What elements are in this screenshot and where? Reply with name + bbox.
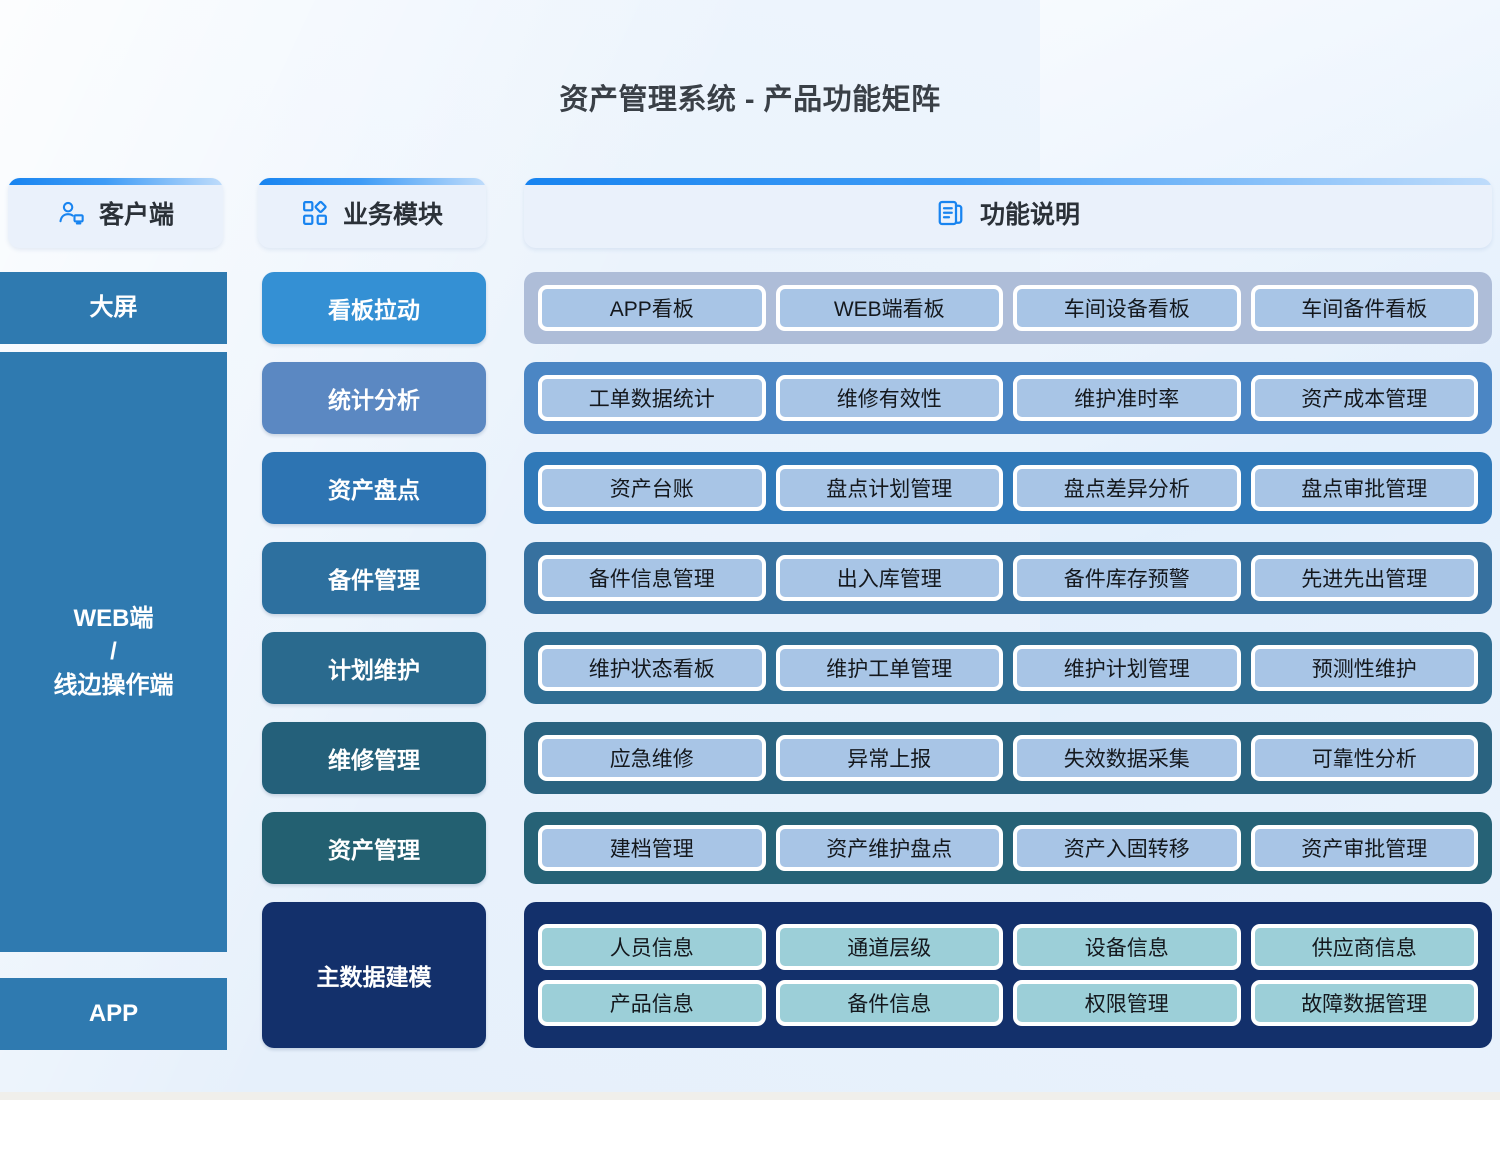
function-pill[interactable]: 维护计划管理 (1013, 645, 1241, 691)
function-row: 应急维修异常上报失效数据采集可靠性分析 (524, 722, 1492, 794)
function-pill[interactable]: 备件信息管理 (538, 555, 766, 601)
function-pill[interactable]: 设备信息 (1013, 924, 1241, 970)
function-pill[interactable]: WEB端看板 (775, 285, 1003, 331)
document-icon (936, 198, 966, 228)
function-pill-grid: 建档管理资产维护盘点资产入固转移资产审批管理 (538, 825, 1478, 871)
header-label-function: 功能说明 (979, 201, 1080, 229)
function-row-master-data: 人员信息通道层级设备信息供应商信息产品信息备件信息权限管理故障数据管理 (524, 902, 1492, 1048)
client-cell-label: 大屏 (89, 294, 138, 322)
function-pill-grid: 维护状态看板维护工单管理维护计划管理预测性维护 (538, 645, 1478, 691)
function-row: 备件信息管理出入库管理备件库存预警先进先出管理 (524, 542, 1492, 614)
header-label-client: 客户端 (98, 201, 174, 229)
function-pill[interactable]: 维护状态看板 (538, 645, 766, 691)
function-pill[interactable]: 人员信息 (538, 924, 766, 970)
function-pill[interactable]: 盘点差异分析 (1013, 465, 1241, 511)
module-button-label: 备件管理 (328, 567, 420, 593)
function-row: 维护状态看板维护工单管理维护计划管理预测性维护 (524, 632, 1492, 704)
module-button-label: 主数据建模 (316, 964, 432, 990)
function-pill[interactable]: 通道层级 (775, 924, 1003, 970)
panel-bottom-edge (0, 1092, 1500, 1100)
function-pill[interactable]: 失效数据采集 (1013, 735, 1241, 781)
header-label-module: 业务模块 (342, 201, 443, 229)
module-button[interactable]: 计划维护 (262, 632, 486, 704)
function-pill[interactable]: 供应商信息 (1250, 924, 1478, 970)
client-cell-label: WEB端/线边操作端 (53, 605, 174, 699)
function-pill[interactable]: 备件信息 (775, 980, 1003, 1026)
function-pill[interactable]: 建档管理 (538, 825, 766, 871)
function-pill[interactable]: 资产审批管理 (1250, 825, 1478, 871)
module-button-label: 维修管理 (328, 747, 420, 773)
header-card-function: 功能说明 (524, 178, 1492, 248)
function-pill[interactable]: APP看板 (538, 285, 766, 331)
function-pill[interactable]: 产品信息 (538, 980, 766, 1026)
module-button[interactable]: 维修管理 (262, 722, 486, 794)
function-pill[interactable]: 资产成本管理 (1250, 375, 1478, 421)
module-button[interactable]: 资产盘点 (262, 452, 486, 524)
function-pill[interactable]: 资产台账 (538, 465, 766, 511)
function-pill-grid: 工单数据统计维修有效性维护准时率资产成本管理 (538, 375, 1478, 421)
function-pill[interactable]: 先进先出管理 (1250, 555, 1478, 601)
module-button-label: 资产盘点 (328, 477, 420, 503)
function-pill[interactable]: 应急维修 (538, 735, 766, 781)
function-pill-grid: 人员信息通道层级设备信息供应商信息 (538, 924, 1478, 970)
function-pill[interactable]: 异常上报 (775, 735, 1003, 781)
function-pill[interactable]: 车间备件看板 (1250, 285, 1478, 331)
module-button[interactable]: 备件管理 (262, 542, 486, 614)
function-pill-grid: 产品信息备件信息权限管理故障数据管理 (538, 980, 1478, 1026)
module-button-label: 看板拉动 (328, 297, 420, 323)
client-cell-large-screen: 大屏 (0, 272, 227, 344)
function-pill[interactable]: 资产入固转移 (1013, 825, 1241, 871)
function-pill[interactable]: 工单数据统计 (538, 375, 766, 421)
function-pill[interactable]: 盘点计划管理 (775, 465, 1003, 511)
function-pill-grid: 资产台账盘点计划管理盘点差异分析盘点审批管理 (538, 465, 1478, 511)
function-pill[interactable]: 资产维护盘点 (775, 825, 1003, 871)
apps-grid-icon (301, 199, 329, 227)
module-button-label: 资产管理 (328, 837, 420, 863)
module-button-label: 计划维护 (328, 657, 420, 683)
function-pill[interactable]: 备件库存预警 (1013, 555, 1241, 601)
function-pill-grid: 备件信息管理出入库管理备件库存预警先进先出管理 (538, 555, 1478, 601)
function-pill[interactable]: 盘点审批管理 (1250, 465, 1478, 511)
function-row: 工单数据统计维修有效性维护准时率资产成本管理 (524, 362, 1492, 434)
module-button[interactable]: 资产管理 (262, 812, 486, 884)
user-monitor-icon (57, 199, 85, 227)
function-pill[interactable]: 维护工单管理 (775, 645, 1003, 691)
client-cell-web: WEB端/线边操作端 (0, 352, 227, 952)
function-pill[interactable]: 预测性维护 (1250, 645, 1478, 691)
client-cell-app: APP (0, 978, 227, 1050)
module-button[interactable]: 统计分析 (262, 362, 486, 434)
function-pill[interactable]: 车间设备看板 (1013, 285, 1241, 331)
function-pill-grid: 应急维修异常上报失效数据采集可靠性分析 (538, 735, 1478, 781)
function-pill[interactable]: 维修有效性 (775, 375, 1003, 421)
function-pill[interactable]: 可靠性分析 (1250, 735, 1478, 781)
page-title: 资产管理系统 - 产品功能矩阵 (559, 84, 941, 116)
function-pill[interactable]: 维护准时率 (1013, 375, 1241, 421)
module-button-master-data[interactable]: 主数据建模 (262, 902, 486, 1048)
function-row: 建档管理资产维护盘点资产入固转移资产审批管理 (524, 812, 1492, 884)
client-cell-label: APP (88, 1000, 139, 1028)
module-button[interactable]: 看板拉动 (262, 272, 486, 344)
function-pill[interactable]: 出入库管理 (775, 555, 1003, 601)
function-row: 资产台账盘点计划管理盘点差异分析盘点审批管理 (524, 452, 1492, 524)
header-card-module: 业务模块 (258, 178, 486, 248)
function-pill[interactable]: 权限管理 (1013, 980, 1241, 1026)
module-button-label: 统计分析 (328, 387, 420, 413)
function-pill[interactable]: 故障数据管理 (1250, 980, 1478, 1026)
header-card-client: 客户端 (8, 178, 223, 248)
